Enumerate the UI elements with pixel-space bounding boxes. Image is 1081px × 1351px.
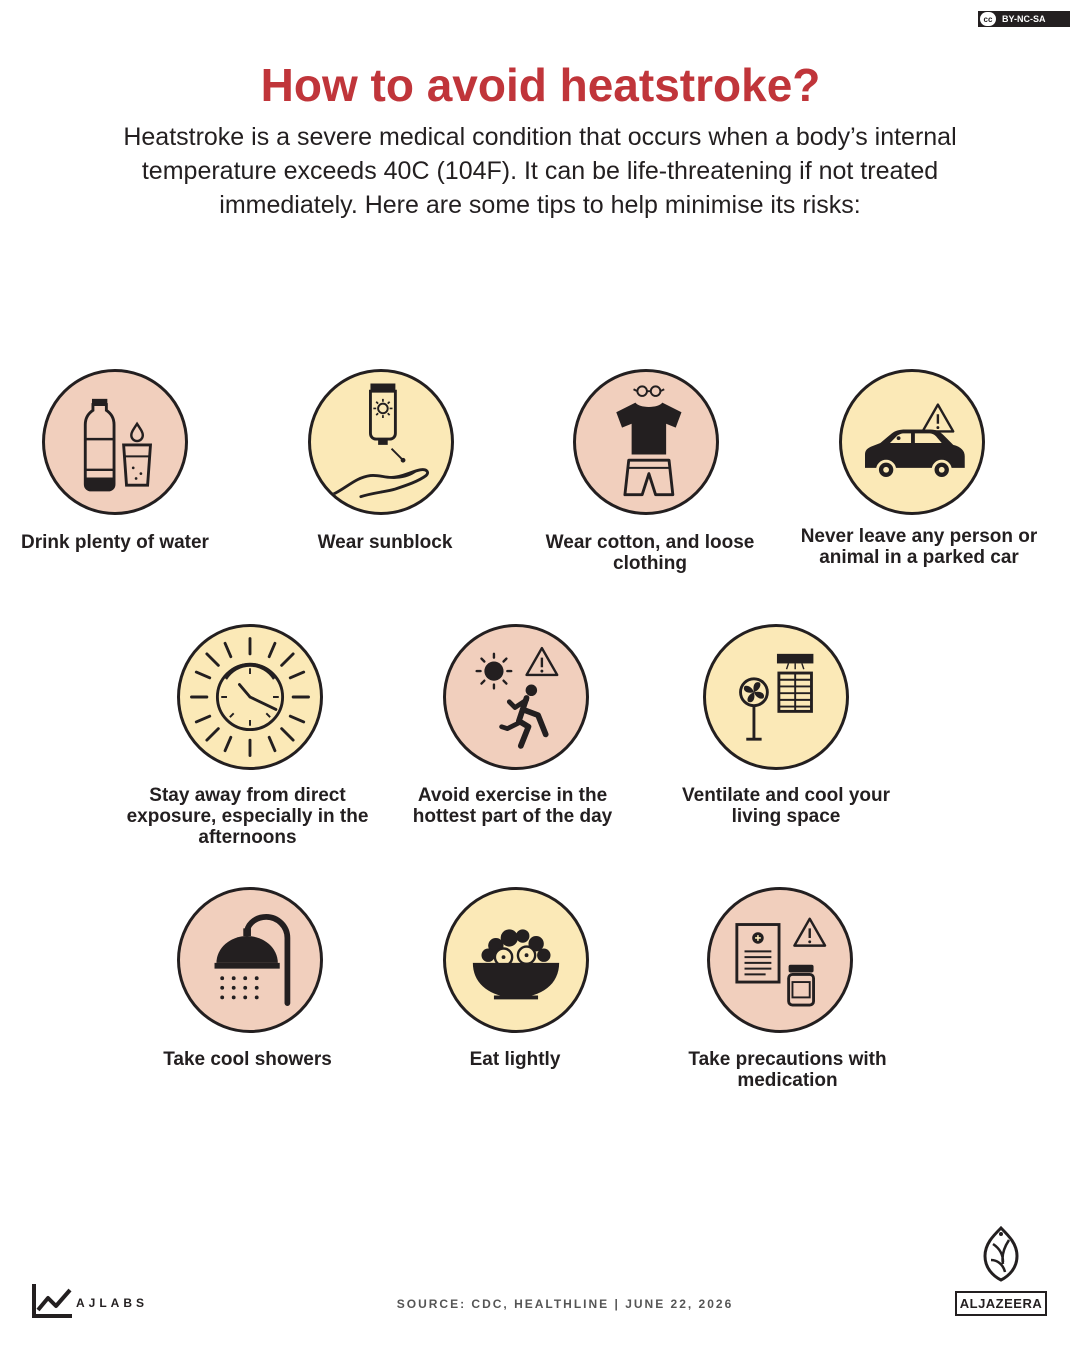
tip-label: Take cool showers [163,1049,332,1070]
tip-label: Eat lightly [469,1049,561,1070]
car-warning-icon [839,369,985,515]
ajlabs-chart-icon [32,1284,72,1318]
intro-text: Heatstroke is a severe medical condition… [123,123,957,219]
tip-label: Drink plenty of water [21,532,209,553]
tip-label: Stay away from direct exposure, especial… [126,785,369,848]
fan-ac-icon [703,624,849,770]
clothing-icon [573,369,719,515]
license-text: BY-NC-SA [1002,14,1046,24]
cc-icon: cc [980,12,996,26]
tip-label: Never leave any person or animal in a pa… [800,526,1038,568]
source-text: SOURCE: CDC, HEALTHLINE | JUNE 22, 2026 [396,1297,734,1311]
license-badge: cc BY-NC-SA [978,11,1070,27]
sun-clock-icon [177,624,323,770]
tip-label: Wear cotton, and loose clothing [545,532,755,574]
aljazeera-calligraphy-icon [983,1225,1019,1282]
sunblock-icon [308,369,454,515]
tip-label: Wear sunblock [317,532,453,553]
ajlabs-text: AJLABS [76,1296,149,1310]
medication-icon [707,887,853,1033]
tip-label: Ventilate and cool your living space [682,785,890,827]
salad-bowl-icon [443,887,589,1033]
shower-icon [177,887,323,1033]
aljazeera-wordmark: ALJAZEERA [955,1291,1047,1316]
tip-label: Avoid exercise in the hottest part of th… [412,785,613,827]
page-title: How to avoid heatstroke? [260,59,821,111]
exercise-sun-icon [443,624,589,770]
water-bottle-icon [42,369,188,515]
aljazeera-logo: ALJAZEERA [955,1225,1047,1316]
ajlabs-logo: AJLABS [30,1282,148,1320]
tip-label: Take precautions with medication [688,1049,887,1091]
